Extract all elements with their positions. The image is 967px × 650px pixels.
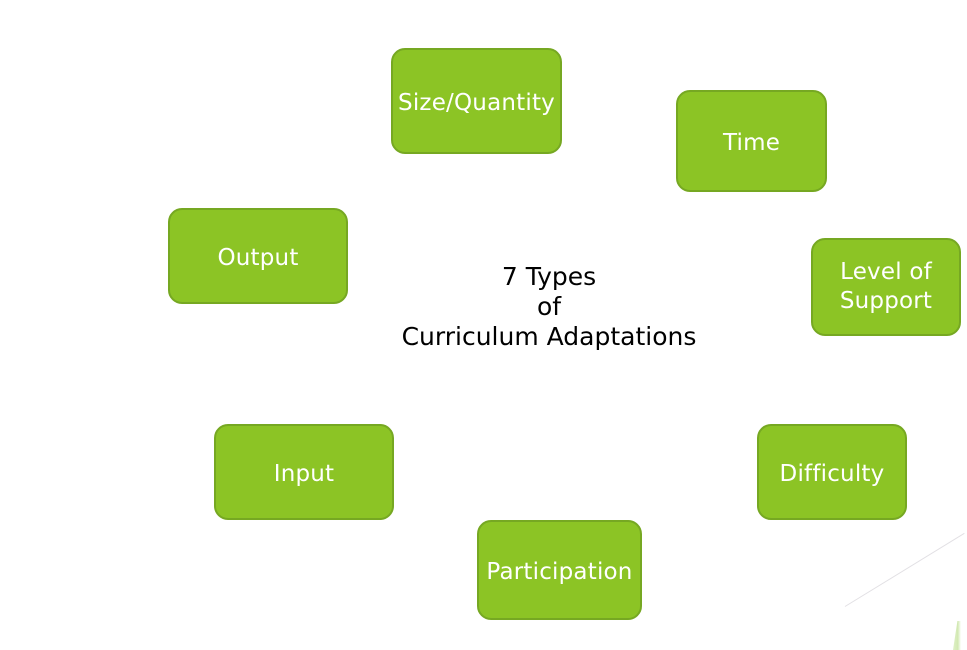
node-output[interactable]: Output [168, 208, 348, 304]
node-time-label: Time [722, 129, 781, 156]
node-time[interactable]: Time [676, 90, 827, 192]
node-level-of-support[interactable]: Level of Support [811, 238, 961, 336]
node-input[interactable]: Input [214, 424, 394, 520]
node-input-label: Input [273, 460, 335, 487]
corner-diagonal-line-decoration [844, 532, 965, 607]
diagram-center-title: 7 Types of Curriculum Adaptations [401, 262, 697, 351]
node-participation-label: Participation [486, 558, 633, 585]
node-difficulty[interactable]: Difficulty [757, 424, 907, 520]
node-participation[interactable]: Participation [477, 520, 642, 620]
node-output-label: Output [217, 244, 299, 271]
node-size-quantity-label: Size/Quantity [398, 89, 555, 116]
node-level-of-support-label: Level of Support [839, 259, 933, 314]
corner-green-sliver-decoration [953, 621, 961, 650]
node-size-quantity[interactable]: Size/Quantity [391, 48, 562, 154]
node-difficulty-label: Difficulty [779, 460, 885, 487]
